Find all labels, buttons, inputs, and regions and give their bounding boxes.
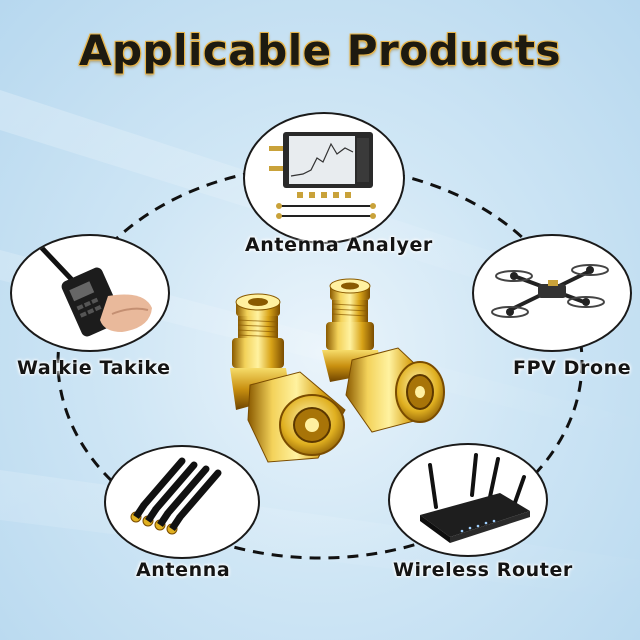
antenna-image: [130, 457, 222, 535]
label-antenna-analyzer: Antenna Analyer: [245, 234, 433, 256]
label-walkie-talkie: Walkie Takike: [17, 357, 171, 379]
fpv-drone-image: [491, 264, 609, 318]
label-fpv-drone: FPV Drone: [513, 357, 632, 379]
page-title: Applicable Products: [78, 26, 562, 75]
bubble-walkie-talkie: [10, 234, 170, 352]
bubble-fpv-drone: [472, 234, 632, 352]
adapter-right: [322, 278, 445, 433]
walkie-talkie-image: [37, 243, 152, 337]
antenna-analyzer-image: [269, 132, 376, 219]
label-wireless-router: Wireless Router: [393, 559, 573, 581]
label-antenna: Antenna: [136, 559, 231, 581]
adapter-left: [230, 293, 346, 463]
bubble-wireless-router: [388, 443, 548, 557]
bubble-antenna: [104, 445, 260, 559]
bubble-antenna-analyzer: [243, 112, 405, 244]
wireless-router-image: [420, 453, 530, 543]
